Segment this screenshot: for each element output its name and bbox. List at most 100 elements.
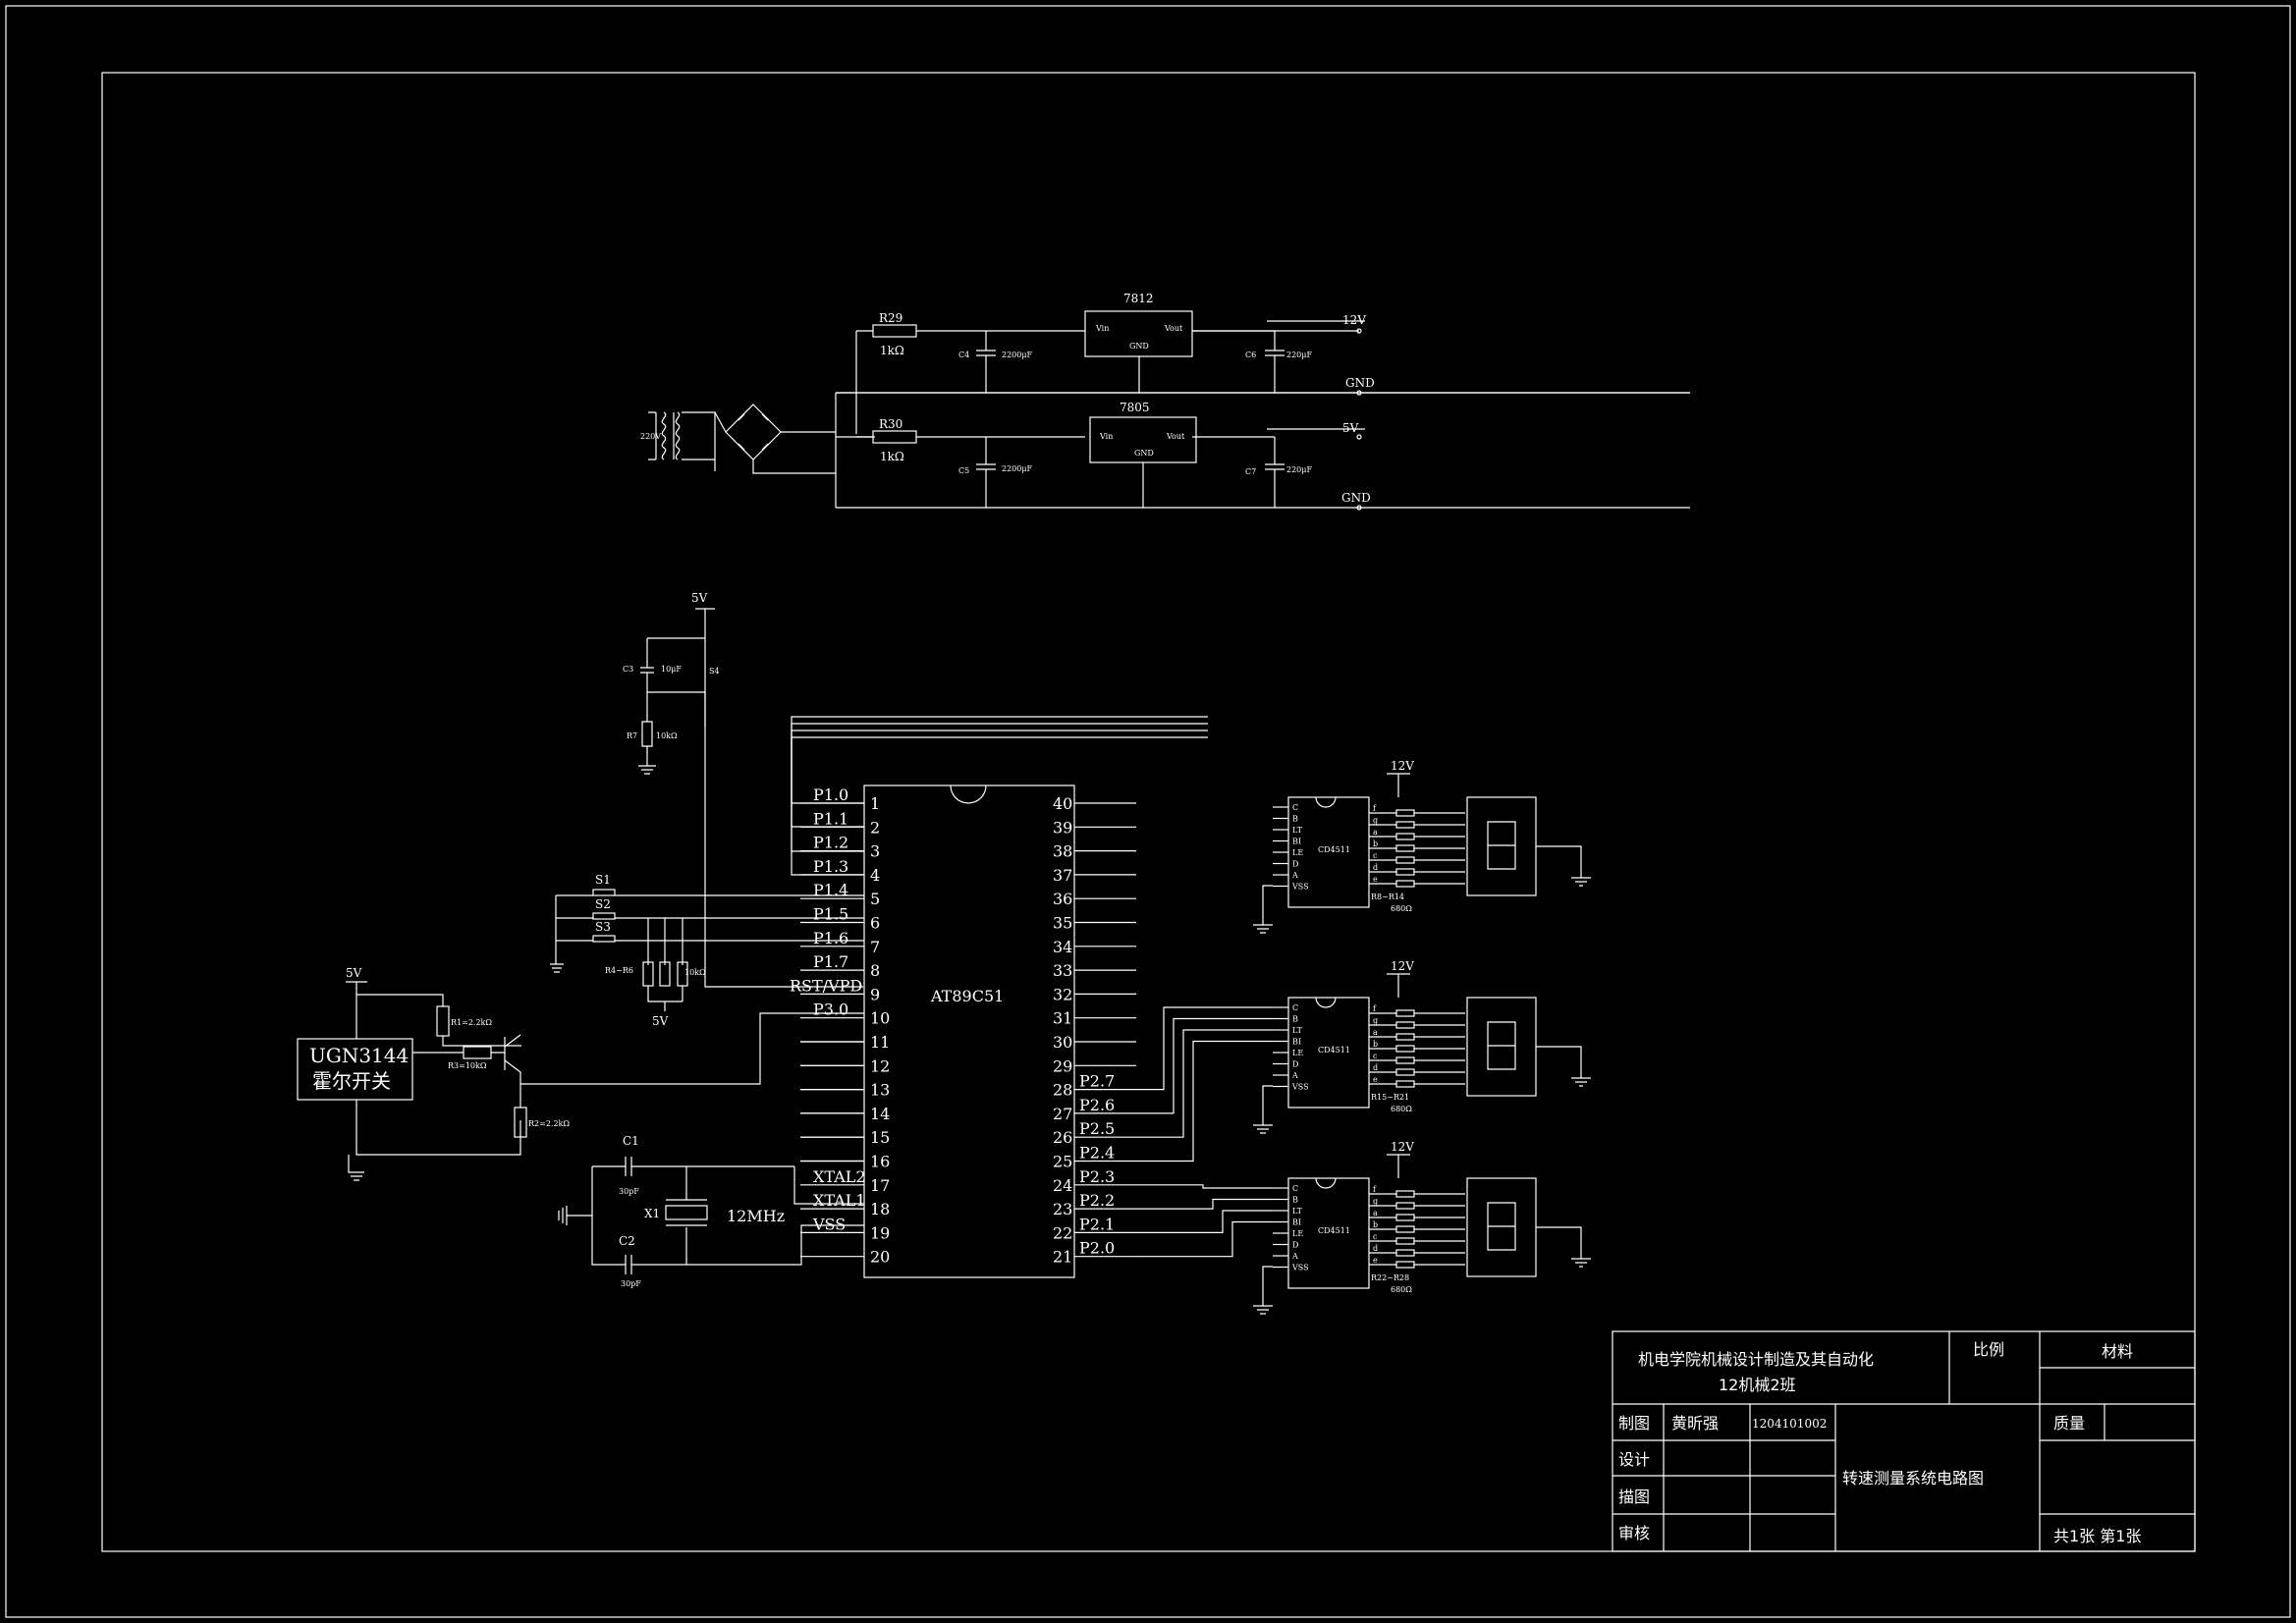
s1-label: S1 [595,873,611,887]
tb-scale: 比例 [1973,1340,2004,1359]
mcu-pin-6: 6 [870,914,880,933]
mcu-pin-2: 2 [870,818,880,837]
c5-value: 2200μF [1002,464,1033,473]
mcu-pin-21: 21 [1053,1248,1072,1267]
mcu-pin-35: 35 [1053,914,1072,933]
tb-material: 材料 [2102,1342,2133,1361]
mcu-pin-39: 39 [1053,818,1072,837]
mcu-label-3: P1.2 [813,834,848,852]
mcu-label-24: P2.3 [1079,1167,1115,1186]
decoder-pin-B: B [1292,815,1298,824]
c3-label: C3 [623,665,633,674]
reg5-name: 7805 [1120,401,1150,414]
hall-5v: 5V [346,966,362,980]
mcu-label-17: XTAL2 [813,1167,866,1186]
hall-chip: UGN3144 [309,1044,409,1067]
decoder-pin-C: C [1292,803,1298,812]
switch-group: S1 S2 S3 R4~R6 10kΩ 5V [550,873,864,1028]
mcu-label-4: P1.3 [813,857,848,876]
mcu-pin-27: 27 [1053,1105,1072,1123]
r30-value: 1kΩ [880,450,904,463]
mcu-pin-38: 38 [1053,842,1072,861]
decoder-out-d: d [1373,1244,1378,1253]
mcu-pin-1: 1 [870,794,880,813]
display-1-12v: 12V [1391,759,1414,773]
title-block [1612,1330,2196,1552]
tb-drawing-title: 转速测量系统电路图 [1842,1469,1984,1488]
decoder-out-f: f [1373,1185,1377,1194]
decoder-out-c: c [1373,1052,1378,1060]
display-2-res-val: 680Ω [1391,1105,1412,1113]
hall-r3: R3=10kΩ [448,1061,487,1070]
decoder-out-a: a [1373,1209,1378,1217]
c3-value: 10μF [661,665,682,674]
tb-sheets: 共1张 第1张 [2053,1527,2141,1545]
display-1-res-val: 680Ω [1391,904,1412,913]
mcu-pin-14: 14 [870,1105,890,1123]
x1-label: X1 [644,1207,660,1220]
hall-chip-cn: 霍尔开关 [312,1069,391,1093]
mcu-pin-24: 24 [1053,1176,1072,1195]
mcu-label-22: P2.1 [1079,1215,1115,1233]
r29-value: 1kΩ [880,344,904,357]
mcu-label-26: P2.5 [1079,1119,1115,1138]
mcu-label-27: P2.6 [1079,1096,1115,1114]
mcu-pin-23: 23 [1053,1200,1072,1218]
tb-drawer: 黄昕强 [1671,1414,1719,1433]
mcu-label-9: RST/VPD [790,976,862,995]
r7-label: R7 [627,731,637,740]
tb-student-id: 1204101002 [1752,1417,1827,1431]
c4-label: C4 [958,351,969,359]
reset-circuit: 5V C3 10μF S4 R7 10kΩ [623,591,863,988]
mcu-pin-18: 18 [870,1200,890,1218]
display-2-12v: 12V [1391,959,1414,973]
out-5v: 5V [1342,421,1359,435]
out-gnd-1: GND [1345,376,1375,390]
decoder-pin-VSS: VSS [1291,1264,1309,1272]
mcu-name: AT89C51 [930,987,1004,1005]
decoder-pin-B: B [1292,1196,1298,1205]
switch-5v: 5V [652,1014,669,1028]
mcu-label-25: P2.4 [1079,1144,1115,1163]
r7-value: 10kΩ [656,731,678,740]
hall-sensor: 5V UGN3144 霍尔开关 R1=2.2kΩ R3=10kΩ R2=2.2k… [297,966,864,1181]
s3-label: S3 [595,920,611,934]
s2-label: S2 [595,897,611,911]
mcu-label-28: P2.7 [1079,1072,1115,1091]
c7-value: 220μF [1286,465,1312,474]
c6-label: C6 [1245,351,1256,359]
label-220v: 220V [640,432,661,441]
mcu-pin-36: 36 [1053,890,1072,908]
decoder-out-e: e [1373,1075,1378,1084]
mcu-label-10: P3.0 [813,1001,848,1019]
mcu-pin-33: 33 [1053,961,1072,980]
mcu-pin-15: 15 [870,1128,890,1147]
mcu-pin-22: 22 [1053,1223,1072,1242]
outer-border [5,5,2291,1618]
decoder-pin-D: D [1292,1060,1298,1069]
decoder-pin-A: A [1291,1252,1298,1261]
decoder-pin-D: D [1292,1241,1298,1250]
reg12-vin: Vin [1095,324,1109,333]
tb-trace: 描图 [1618,1488,1650,1506]
tb-class: 12机械2班 [1719,1376,1796,1394]
decoder-pin-LE: LE [1292,848,1303,857]
decoder-pin-BI: BI [1292,1038,1301,1047]
mcu-label-21: P2.0 [1079,1239,1115,1258]
mcu-pin-7: 7 [870,938,880,956]
mcu-pin-40: 40 [1053,794,1072,813]
decoder-out-d: d [1373,863,1378,872]
display-2-chip: CD4511 [1318,1046,1350,1055]
c2-label: C2 [619,1234,635,1248]
reg12-vout: Vout [1164,324,1183,333]
mcu-label-5: P1.4 [813,881,848,899]
mcu-pin-5: 5 [870,890,880,908]
mcu-pin-8: 8 [870,961,880,980]
c2-value: 30pF [621,1279,641,1288]
mcu-label-1: P1.0 [813,785,848,804]
decoder-out-b: b [1373,1040,1378,1049]
display-3-12v: 12V [1391,1140,1414,1154]
decoder-pin-VSS: VSS [1291,1083,1309,1092]
